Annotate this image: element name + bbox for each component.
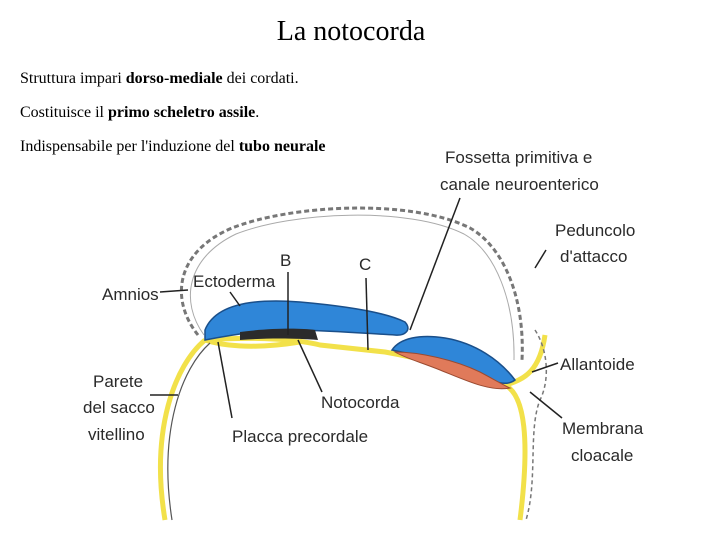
text-line-1-part-1: Struttura impari — [20, 70, 126, 87]
label-membrana-2: cloacale — [571, 446, 633, 465]
text-line-3-bold: tubo neurale — [238, 138, 326, 155]
label-allantoide: Allantoide — [560, 355, 635, 374]
stalk-outline — [525, 329, 548, 521]
text-line-3-part-1: Indispensabile per l'induzione del — [20, 138, 239, 155]
pointer-notocorda — [297, 339, 323, 393]
label-c: C — [359, 255, 371, 274]
text-line-1-bold: dorso-mediale — [125, 70, 223, 87]
pointer-membrana — [529, 391, 563, 419]
text-line-2-part-1: Costituisce il — [20, 104, 108, 121]
amnion-membrane — [179, 206, 524, 361]
label-amnios: Amnios — [102, 285, 159, 304]
notochord — [240, 328, 318, 340]
ectoderm-caudal — [390, 335, 517, 384]
text-line-2-part-3: . — [255, 104, 260, 121]
connecting-stalk — [503, 334, 548, 521]
label-fossetta-2: canale neuroenterico — [440, 175, 599, 194]
label-peduncolo-1: Peduncolo — [555, 221, 635, 240]
text-line-dorso-mediale: Struttura impari dorso-mediale dei corda… — [20, 70, 299, 88]
text-line-scheletro: Costituisce il primo scheletro assile. — [20, 104, 259, 122]
label-notocorda: Notocorda — [321, 393, 400, 412]
text-line-2-bold: primo scheletro assile — [108, 104, 256, 121]
amnion-membrane-inner — [190, 214, 515, 361]
pointer-placca — [217, 341, 233, 419]
pointer-amnios — [159, 289, 189, 293]
label-peduncolo-2: d'attacco — [560, 247, 628, 266]
label-parete-3: vitellino — [88, 425, 145, 444]
label-fossetta-1: Fossetta primitiva e — [445, 148, 592, 167]
mesoderm-caudal — [393, 351, 512, 390]
pointer-allantoide — [531, 362, 559, 373]
pointer-fossetta — [409, 197, 461, 331]
label-parete-2: del sacco — [83, 398, 155, 417]
pointer-c — [365, 277, 369, 351]
label-b: B — [280, 251, 291, 270]
yolk-sac-outline — [167, 342, 211, 521]
label-membrana-1: Membrana — [562, 419, 644, 438]
text-line-1-part-3: dei cordati. — [222, 70, 299, 87]
pointer-peduncolo — [534, 249, 547, 269]
label-parete-1: Parete — [93, 372, 143, 391]
text-line-tubo-neurale: Indispensabile per l'induzione del tubo … — [20, 138, 326, 156]
label-ectoderma: Ectoderma — [193, 272, 276, 291]
page-title: La notocorda — [276, 16, 426, 47]
label-placca: Placca precordale — [232, 427, 368, 446]
pointer-ectoderma — [229, 291, 241, 307]
